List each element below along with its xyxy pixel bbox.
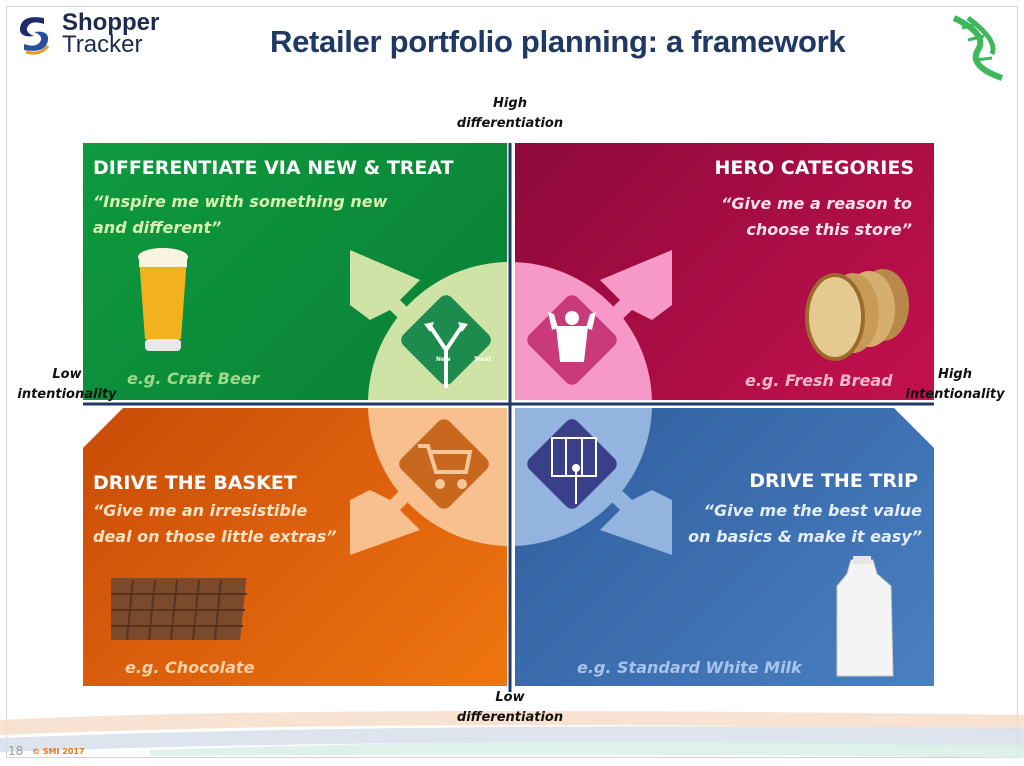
axis-label-line: differentiation bbox=[456, 116, 564, 131]
quadrant-heading: DRIVE THE BASKET bbox=[93, 472, 297, 494]
axis-label-line: Low bbox=[52, 367, 82, 382]
milk-jug-image bbox=[833, 556, 897, 682]
quadrant-trip: DRIVE THE TRIP “Give me the best value o… bbox=[515, 408, 934, 686]
axis-label-line: intentionality bbox=[17, 387, 117, 402]
quadrant-example: e.g. Fresh Bread bbox=[745, 371, 893, 390]
axis-label-top: High differentiation bbox=[450, 94, 570, 134]
quadrant-heading: DRIVE THE TRIP bbox=[749, 470, 918, 492]
axis-label-right: High intentionality bbox=[900, 365, 1010, 405]
quadrant-quote-line: and different” bbox=[93, 218, 222, 237]
quadrant-quote-line: “Inspire me with something new bbox=[93, 192, 388, 211]
logo-swirl-icon bbox=[19, 17, 50, 55]
icon-label-treat: Treat bbox=[474, 356, 492, 363]
logo-line2: Tracker bbox=[62, 31, 143, 58]
quadrant-quote-line: “Give me a reason to bbox=[721, 194, 912, 213]
axis-label-left: Low intentionality bbox=[12, 365, 122, 405]
axis-label-bottom: Low differentiation bbox=[450, 688, 570, 728]
quadrant-example: e.g. Chocolate bbox=[125, 658, 255, 677]
quadrant-quote-line: choose this store” bbox=[746, 220, 912, 239]
copyright: © SMI 2017 bbox=[32, 747, 85, 756]
axis-label-line: High bbox=[938, 367, 972, 382]
quadrant-differentiate: DIFFERENTIATE VIA NEW & TREAT “Inspire m… bbox=[83, 143, 507, 400]
axis-label-line: High bbox=[493, 96, 527, 111]
beer-glass-image bbox=[138, 248, 188, 351]
quadrant-quote-line: on basics & make it easy” bbox=[688, 527, 922, 546]
icon-label-new: New bbox=[436, 356, 451, 363]
shopper-tracker-logo: Shopper Tracker bbox=[14, 9, 160, 58]
page-number: 18 bbox=[8, 744, 24, 758]
quadrant-quote-line: deal on those little extras” bbox=[93, 527, 337, 546]
quadrant-basket: DRIVE THE BASKET “Give me an irresistibl… bbox=[83, 408, 507, 686]
quadrant-heading: HERO CATEGORIES bbox=[714, 157, 915, 179]
quadrant-quote-line: “Give me the best value bbox=[703, 501, 922, 520]
quadrant-hero: HERO CATEGORIES “Give me a reason to cho… bbox=[515, 143, 934, 400]
logo-line1: Shopper bbox=[62, 9, 160, 36]
dna-icon bbox=[952, 15, 1004, 81]
axis-label-line: Low bbox=[495, 690, 525, 705]
chocolate-bar-image bbox=[111, 578, 247, 641]
quadrant-quote-line: “Give me an irresistible bbox=[93, 501, 308, 520]
page-title: Retailer portfolio planning: a framework bbox=[270, 24, 846, 59]
quadrant-example: e.g. Craft Beer bbox=[127, 369, 260, 388]
quadrant-example: e.g. Standard White Milk bbox=[577, 658, 802, 677]
axis-label-line: intentionality bbox=[905, 387, 1005, 402]
bread-image bbox=[805, 269, 909, 361]
quadrant-heading: DIFFERENTIATE VIA NEW & TREAT bbox=[93, 157, 454, 179]
axis-label-line: differentiation bbox=[456, 710, 564, 725]
